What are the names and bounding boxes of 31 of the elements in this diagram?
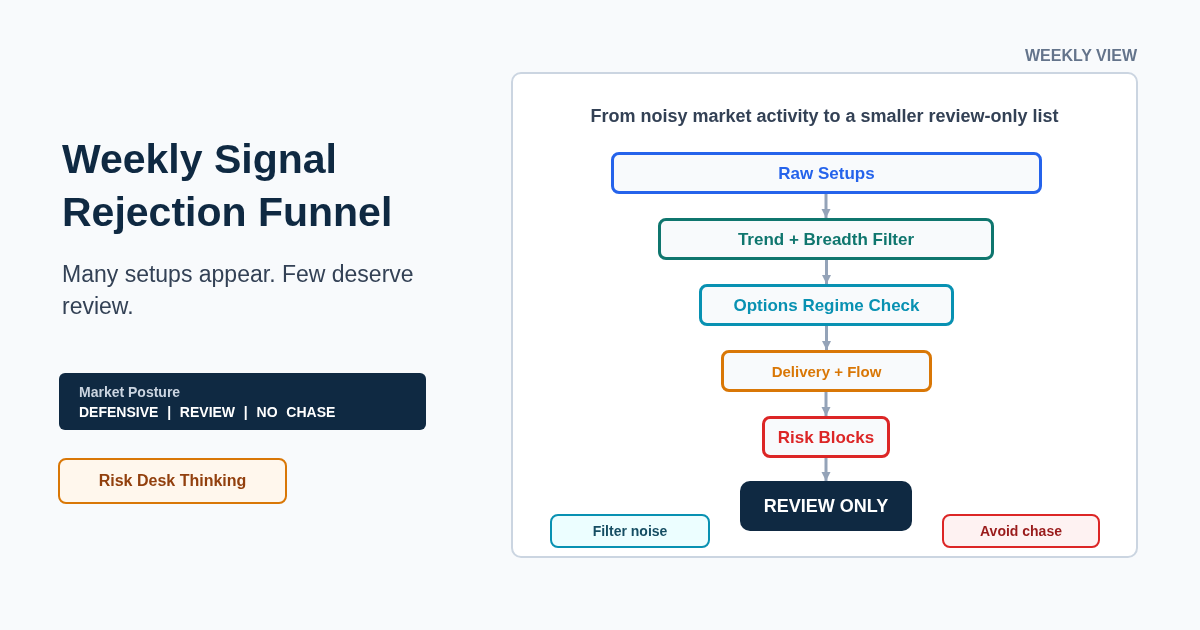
arrow xyxy=(822,260,831,284)
arrow xyxy=(821,392,831,416)
status-panel xyxy=(59,373,426,430)
stage-label: Trend + Breadth Filter xyxy=(737,228,915,250)
stage-label: Risk Blocks xyxy=(777,426,875,448)
funnel-stage xyxy=(658,218,994,260)
result-box xyxy=(740,481,912,531)
subtitle: Many setups appear. Few deserve review. xyxy=(62,260,415,321)
panel-heading: Market Posture xyxy=(79,382,181,402)
card-heading: From noisy market activity to a smaller review-only list xyxy=(589,105,1060,128)
tag-box xyxy=(58,458,287,504)
stage-label: Raw Setups xyxy=(778,162,875,184)
funnel-stage xyxy=(721,350,932,392)
result-label: REVIEW ONLY xyxy=(763,495,889,517)
arrow xyxy=(822,326,831,350)
funnel-stage xyxy=(699,284,954,326)
arrow xyxy=(821,194,831,218)
section-label: WEEKLY VIEW xyxy=(1024,46,1137,66)
funnel-card xyxy=(511,72,1138,558)
stage-label: Delivery + Flow xyxy=(771,361,882,381)
tag-label: Risk Desk Thinking xyxy=(98,471,247,491)
note-tag xyxy=(550,514,710,548)
status-text: DEFENSIVE | REVIEW | NO CHASE xyxy=(79,402,336,422)
note-label: Filter noise xyxy=(592,522,668,540)
arrow xyxy=(821,458,831,481)
funnel-stage xyxy=(611,152,1042,194)
note-tag xyxy=(942,514,1100,548)
note-label: Avoid chase xyxy=(980,522,1062,540)
page-title: Weekly Signal Rejection Funnel xyxy=(62,135,394,237)
stage-label: Options Regime Check xyxy=(733,294,920,316)
funnel-stage xyxy=(762,416,890,458)
